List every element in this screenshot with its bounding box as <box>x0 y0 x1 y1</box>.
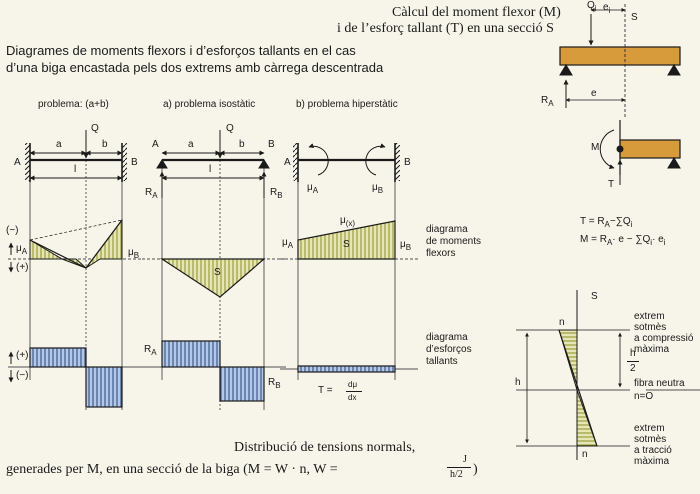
shear-formula-den: dx <box>348 393 357 402</box>
neutral-2: n=O <box>634 391 654 402</box>
moment-arrow-a <box>308 143 329 176</box>
label-mux: μ(x) <box>340 215 356 228</box>
label-B-middle: B <box>268 139 275 150</box>
label-muB-right: μB <box>400 239 412 252</box>
label-minus-shear: (−) <box>16 370 29 381</box>
label-l-left: l <box>74 164 77 175</box>
moment-title-1: Càlcul del moment flexor (M) <box>392 5 561 20</box>
moment-arrow-section <box>599 129 615 169</box>
label-a-middle: a <box>188 139 194 150</box>
panel-title-right: b) problema hiperstàtic <box>296 99 398 110</box>
middle-panel <box>142 130 286 410</box>
label-n-bottom: n <box>582 449 588 460</box>
moment-annotation-3: flexors <box>426 248 456 259</box>
label-b-left: b <box>102 139 108 150</box>
label-h-half-den: 2 <box>630 363 636 374</box>
formula-T: T = RA−∑Qi <box>580 216 633 229</box>
label-muA-right: μA <box>282 237 294 250</box>
label-muA-top: μA <box>307 182 319 195</box>
shear-annotation-2: d’esforços <box>426 344 472 355</box>
traction-1: extrem <box>634 423 665 434</box>
shear-formula: T = <box>318 385 333 396</box>
label-Q-middle: Q <box>226 123 234 134</box>
label-a-left: a <box>56 139 62 150</box>
traction-3: a tracció <box>634 445 672 456</box>
moment-annotation-2: de moments <box>426 236 482 247</box>
label-plus-shear: (+) <box>16 350 29 361</box>
label-S-stress: S <box>591 291 598 302</box>
label-S-section: S <box>631 12 638 23</box>
label-muB-left: μB <box>128 247 140 260</box>
right-panel <box>280 143 418 380</box>
footer-close: ) <box>473 462 478 477</box>
panel-title-left: problema: (a+b) <box>38 99 109 110</box>
compression-2: sotmès <box>634 322 667 333</box>
label-l-middle: l <box>209 164 212 175</box>
shear-formula-num: dμ <box>348 380 358 389</box>
moment-arrow-b <box>365 143 386 176</box>
footer-frac-den: h/2 <box>450 469 463 480</box>
label-RA-shear: RA <box>144 344 157 357</box>
support-b <box>258 159 270 169</box>
label-h: h <box>515 377 521 388</box>
label-Q-left: Q <box>91 123 99 134</box>
footer-line-1: Distribució de tensions normals, <box>234 440 416 455</box>
support-a <box>156 159 168 169</box>
label-b-middle: b <box>239 139 245 150</box>
label-RA-middle: RA <box>145 187 158 200</box>
formula-M: M = RA· e − ∑Qi· ei <box>580 234 666 247</box>
label-T-section: T <box>608 179 615 190</box>
moment-title-2: i de l’esforç tallant (T) en una secció … <box>337 21 554 36</box>
label-S-right: S <box>343 239 350 250</box>
section-beam-diagram <box>559 4 681 185</box>
label-B-left: B <box>131 157 138 168</box>
label-A-right: A <box>284 157 291 168</box>
shear-annotation-3: tallants <box>426 356 458 367</box>
wall-left-b <box>122 143 127 181</box>
beam-block <box>559 46 681 66</box>
label-M-section: M <box>591 142 600 153</box>
label-e-section: e <box>591 88 597 99</box>
label-n-top: n <box>559 317 565 328</box>
label-ei: ei <box>603 2 611 15</box>
traction-2: sotmès <box>634 434 667 445</box>
label-B-right: B <box>404 157 411 168</box>
panel-title-middle: a) problema isostàtic <box>163 99 256 110</box>
compression-1: extrem <box>634 311 665 322</box>
label-h-half-num: h <box>630 348 636 359</box>
traction-4: màxima <box>634 456 670 467</box>
compression-3: a compressió <box>634 333 694 344</box>
shear-annotation-1: diagrama <box>426 332 468 343</box>
label-Qi: Qi <box>587 0 597 13</box>
label-S-middle: S <box>214 267 221 278</box>
main-title-2: d’una biga encastada pels dos extrems am… <box>6 60 384 75</box>
left-panel <box>8 130 142 410</box>
stress-distribution <box>516 290 700 460</box>
footer-line-2: generades per M, en una secció de la big… <box>6 462 338 477</box>
label-muA-left: μA <box>16 243 28 256</box>
label-A-middle: A <box>152 139 159 150</box>
moment-annotation-1: diagrama <box>426 224 468 235</box>
label-RB-shear: RB <box>268 377 281 390</box>
main-title-1: Diagrames de moments flexors i d’esforço… <box>6 43 356 58</box>
label-minus-moment: (−) <box>6 225 19 236</box>
compression-4: màxima <box>634 344 670 355</box>
wall-left-a <box>25 143 30 181</box>
footer-frac-num: J <box>463 454 467 465</box>
label-plus-moment: (+) <box>16 262 29 273</box>
label-RA-section: RA <box>541 95 554 108</box>
label-muB-top: μB <box>372 182 384 195</box>
label-RB-middle: RB <box>270 187 283 200</box>
label-A-left: A <box>14 157 21 168</box>
neutral-1: fibra neutra <box>634 378 685 389</box>
